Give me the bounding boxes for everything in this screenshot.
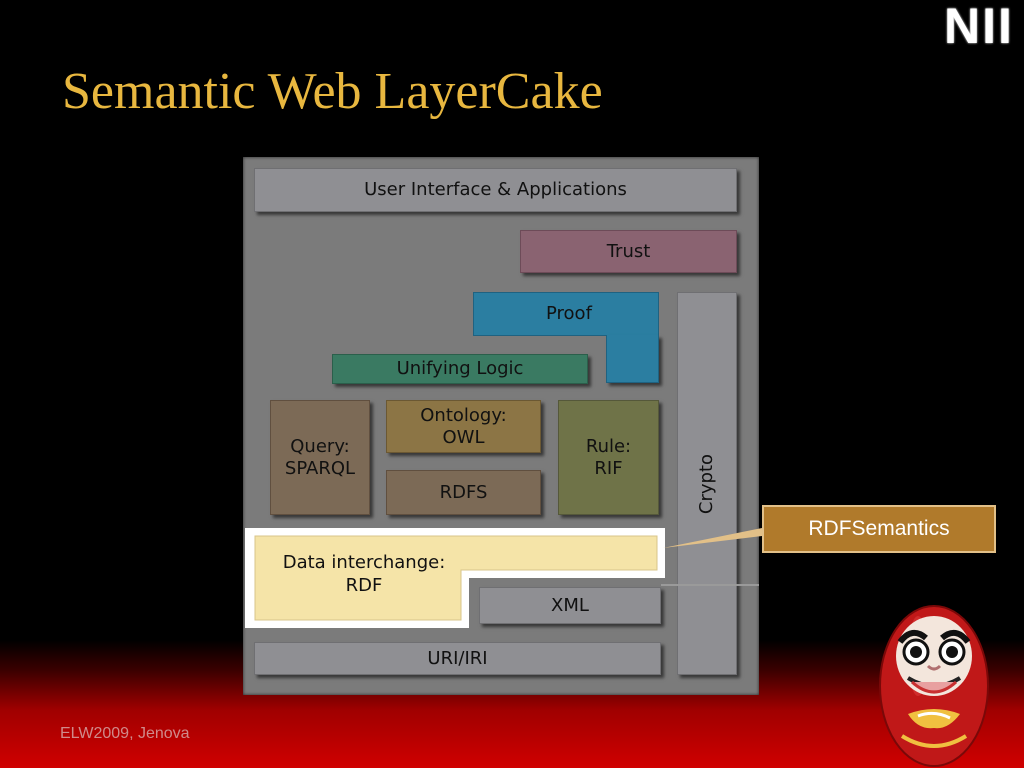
layer-rdf-highlight [245,528,665,628]
layer-xml: XML [479,587,661,624]
layer-rdfs-label: RDFS [439,481,488,503]
layer-user-interface-label: User Interface & Applications [364,179,627,200]
layer-proof-stem [606,335,659,383]
rdf-semantics-callout: RDFSemantics [762,505,996,553]
callout-connector [663,528,762,548]
layer-ontology: Ontology: OWL [386,400,541,453]
layer-rdfs: RDFS [386,470,541,515]
daruma-doll-image [879,605,989,767]
slide-title: Semantic Web LayerCake [62,63,603,120]
highlight-line [661,584,759,586]
layer-unifying-logic: Unifying Logic [332,354,588,384]
layer-proof: Proof [473,292,659,336]
callout-label: RDFSemantics [808,517,950,540]
layer-uri-iri: URI/IRI [254,642,661,675]
layer-uri-iri-label: URI/IRI [427,647,488,669]
layer-crypto: Crypto [677,292,737,675]
layer-unifying-logic-label: Unifying Logic [396,358,524,379]
layer-user-interface: User Interface & Applications [254,168,737,212]
layer-rule-label: Rule: RIF [585,435,632,479]
layer-proof-label: Proof [546,303,592,324]
layer-ontology-label: Ontology: OWL [420,404,507,448]
layer-xml-label: XML [551,594,589,616]
layer-rule: Rule: RIF [558,400,659,515]
layer-rdf-label: Data interchange: RDF [282,552,446,596]
layer-trust-label: Trust [606,240,651,262]
layer-trust: Trust [520,230,737,273]
layer-cake-diagram: User Interface & Applications Trust Proo… [243,157,759,695]
layer-query: Query: SPARQL [270,400,370,515]
layer-query-label: Query: SPARQL [284,435,356,479]
nii-logo: NII [944,0,1014,52]
footer-text: ELW2009, Jenova [60,725,190,742]
